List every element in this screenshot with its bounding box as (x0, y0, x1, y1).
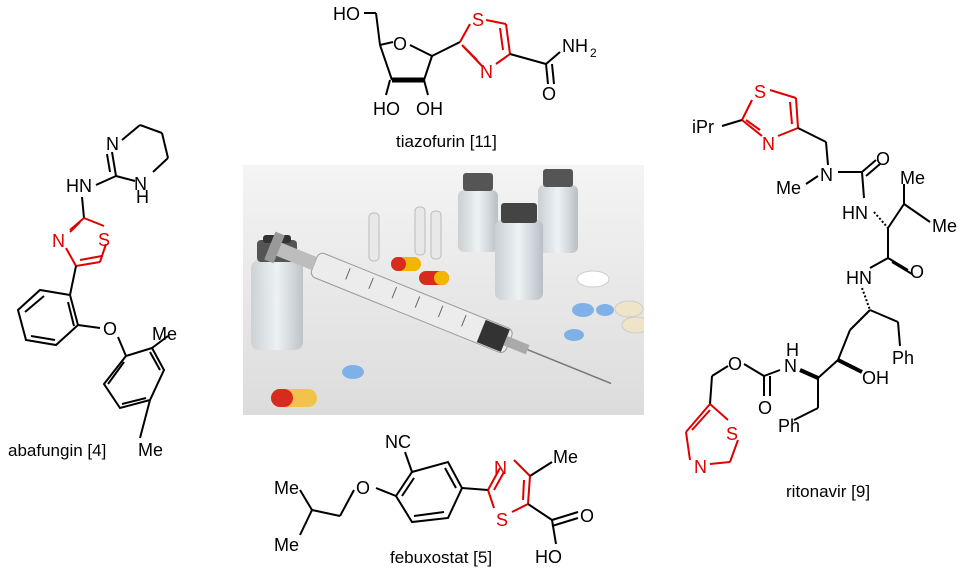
vial-front (495, 203, 543, 300)
atom-label: H (535, 547, 548, 567)
atom-label: HN (66, 176, 92, 196)
atom-label: Me (932, 216, 957, 236)
atom-label: N (694, 457, 707, 477)
atom-subscript: 2 (590, 46, 597, 60)
capsule-3 (271, 389, 317, 407)
caption-abafungin: abafungin [4] (8, 441, 107, 460)
atom-label: O (103, 319, 117, 339)
atom-label: iPr (692, 117, 714, 137)
atom-label: HO (373, 99, 400, 119)
medical-photo (243, 165, 644, 415)
atom-label: HN (846, 268, 872, 288)
atom-label: N (494, 458, 507, 478)
atom-label: NC (385, 432, 411, 452)
atom-label: O (910, 262, 924, 282)
atom-label: NH (562, 36, 588, 56)
atom-label: OH (416, 99, 443, 119)
atom-label: O (548, 547, 562, 567)
capsule-2 (419, 271, 449, 285)
febuxostat-structure: NC O Me Me N S (274, 432, 594, 567)
atom-label: N (480, 62, 493, 82)
atom-label: O (580, 506, 594, 526)
atom-label: O (356, 478, 370, 498)
atom-label: N (134, 174, 147, 194)
pill-cream-1 (614, 300, 644, 318)
atom-label: S (472, 10, 484, 30)
tiazofurin-structure: HO O HO OH S (333, 4, 597, 119)
atom-label: S (726, 424, 738, 444)
abafungin-structure: N N H HN S N (16, 124, 177, 460)
atom-label: N (106, 134, 119, 154)
atom-label: H (136, 187, 149, 207)
atom-label: Me (900, 168, 925, 188)
atom-label: HN (842, 203, 868, 223)
atom-label: O (728, 354, 742, 374)
atom-label: Me (138, 440, 163, 460)
atom-label: Me (776, 178, 801, 198)
pill-blue-2 (596, 304, 614, 316)
caption-tiazofurin: tiazofurin [11] (396, 132, 497, 151)
atom-label: N (820, 165, 833, 185)
syringe (264, 231, 612, 385)
vial-back-1 (458, 173, 498, 252)
atom-label: Me (274, 478, 299, 498)
atom-label: OH (862, 368, 889, 388)
atom-label: S (754, 82, 766, 102)
pill-cream-2 (621, 316, 644, 334)
vial-back-2 (538, 169, 578, 253)
pill-blue-4 (342, 365, 364, 379)
atom-label: O (876, 149, 890, 169)
atom-label: H (786, 340, 799, 360)
atom-label: O (758, 398, 772, 418)
pill-blue-1 (572, 303, 594, 317)
pill-white-1 (576, 270, 610, 288)
ritonavir-structure: iPr S N N Me O HN (685, 82, 957, 477)
atom-label: Ph (892, 348, 914, 368)
atom-label: Me (274, 535, 299, 555)
caption-febuxostat: febuxostat [5] (390, 548, 493, 567)
atom-label: O (393, 34, 407, 54)
atom-label: Me (152, 324, 177, 344)
atom-label: O (542, 84, 556, 104)
atom-label: HO (333, 4, 360, 24)
capsule-1 (391, 257, 421, 271)
atom-label: N (762, 134, 775, 154)
atom-label: N (52, 231, 65, 251)
atom-label: Ph (778, 416, 800, 436)
atom-label: N (784, 356, 797, 376)
atom-label: S (496, 510, 508, 530)
ampoules (368, 206, 442, 262)
atom-label: Me (553, 447, 578, 467)
pill-blue-3 (564, 329, 584, 341)
caption-ritonavir: ritonavir [9] (786, 482, 871, 501)
atom-label: S (98, 230, 110, 250)
